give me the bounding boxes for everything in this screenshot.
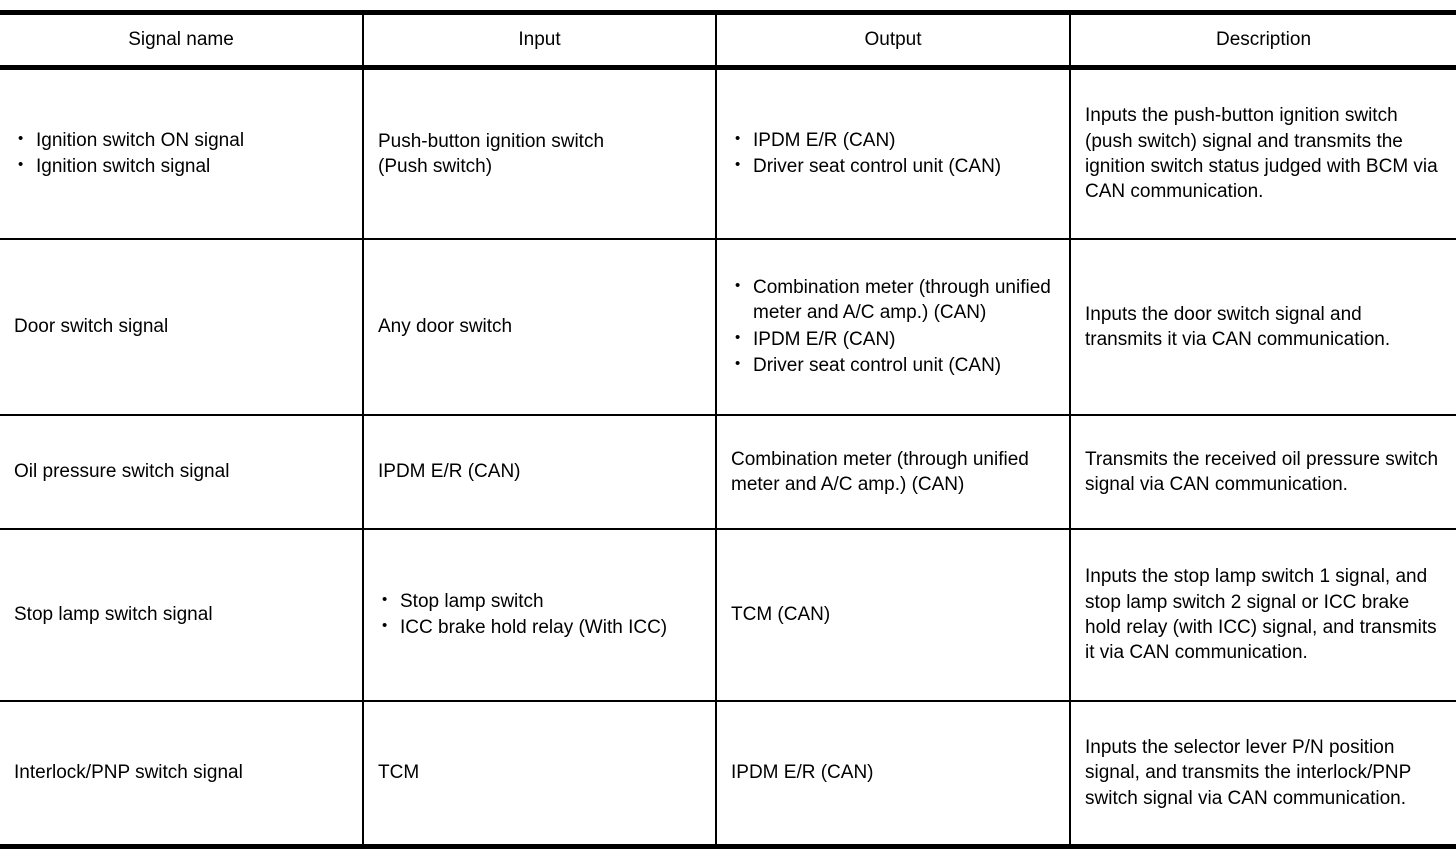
cell-output: Combination meter (through unified meter… (715, 415, 1070, 530)
column-header-output: Output (715, 10, 1070, 70)
cell-output: IPDM E/R (CAN) (715, 701, 1070, 849)
table-row: Oil pressure switch signal IPDM E/R (CAN… (0, 415, 1456, 530)
input-text: IPDM E/R (CAN) (378, 461, 521, 483)
cell-output: Combination meter (through unified meter… (715, 239, 1070, 416)
table-row: Ignition switch ON signal Ignition switc… (0, 67, 1456, 240)
cell-input: TCM (362, 701, 716, 849)
signal-table: Signal name Input Output Description Ign… (0, 10, 1456, 849)
list-item: Combination meter (through unified meter… (731, 274, 1057, 326)
table-row: Stop lamp switch signal Stop lamp switch… (0, 529, 1456, 702)
cell-input: Stop lamp switch ICC brake hold relay (W… (362, 529, 716, 702)
cell-signal-name: Oil pressure switch signal (0, 415, 363, 530)
list-item: ICC brake hold relay (With ICC) (378, 614, 703, 640)
list-item: Driver seat control unit (CAN) (731, 153, 1057, 179)
input-list: Stop lamp switch ICC brake hold relay (W… (378, 588, 703, 641)
cell-description: Inputs the selector lever P/N position s… (1069, 701, 1456, 849)
column-header-signal-name: Signal name (0, 10, 363, 70)
column-header-description: Description (1069, 10, 1456, 70)
input-text: TCM (378, 762, 420, 784)
cell-signal-name: Stop lamp switch signal (0, 529, 363, 702)
table-row: Interlock/PNP switch signal TCM IPDM E/R… (0, 701, 1456, 849)
cell-description: Inputs the door switch signal and transm… (1069, 239, 1456, 416)
column-header-input: Input (362, 10, 716, 70)
output-list: IPDM E/R (CAN) Driver seat control unit … (731, 127, 1057, 180)
cell-signal-name: Interlock/PNP switch signal (0, 701, 363, 849)
table-header-row: Signal name Input Output Description (0, 10, 1456, 70)
table-header: Signal name Input Output Description (0, 10, 1456, 70)
cell-signal-name: Door switch signal (0, 239, 363, 416)
list-item: IPDM E/R (CAN) (731, 127, 1057, 153)
output-text: IPDM E/R (CAN) (731, 762, 874, 784)
cell-input: IPDM E/R (CAN) (362, 415, 716, 530)
list-item: IPDM E/R (CAN) (731, 325, 1057, 352)
output-text: Combination meter (through unified meter… (731, 448, 1029, 495)
cell-input: Any door switch (362, 239, 716, 416)
signal-name-text: Stop lamp switch signal (14, 604, 213, 626)
input-text: Any door switch (378, 316, 513, 338)
cell-output: TCM (CAN) (715, 529, 1070, 702)
cell-output: IPDM E/R (CAN) Driver seat control unit … (715, 67, 1070, 240)
cell-signal-name: Ignition switch ON signal Ignition switc… (0, 67, 363, 240)
table-row: Door switch signal Any door switch Combi… (0, 239, 1456, 416)
output-text: TCM (CAN) (731, 604, 831, 626)
list-item: Ignition switch ON signal (14, 127, 350, 153)
signal-name-text: Oil pressure switch signal (14, 461, 230, 483)
table-body: Ignition switch ON signal Ignition switc… (0, 67, 1456, 849)
description-text: Inputs the door switch signal and transm… (1085, 303, 1391, 350)
cell-description: Transmits the received oil pressure swit… (1069, 415, 1456, 530)
signal-name-list: Ignition switch ON signal Ignition switc… (14, 127, 350, 180)
signal-name-text: Interlock/PNP switch signal (14, 762, 243, 784)
description-text: Transmits the received oil pressure swit… (1085, 448, 1439, 495)
description-text: Inputs the stop lamp switch 1 signal, an… (1085, 566, 1437, 664)
list-item: Ignition switch signal (14, 153, 350, 179)
description-text: Inputs the selector lever P/N position s… (1085, 737, 1411, 809)
cell-description: Inputs the push-button ignition switch (… (1069, 67, 1456, 240)
output-list: Combination meter (through unified meter… (731, 274, 1057, 378)
description-text: Inputs the push-button ignition switch (… (1085, 105, 1438, 203)
list-item: Driver seat control unit (CAN) (731, 352, 1057, 378)
list-item: Stop lamp switch (378, 588, 703, 614)
page-root: Signal name Input Output Description Ign… (0, 0, 1456, 768)
cell-input: Push-button ignition switch (Push switch… (362, 67, 716, 240)
signal-name-text: Door switch signal (14, 316, 169, 338)
input-text: Push-button ignition switch (Push switch… (378, 130, 605, 177)
cell-description: Inputs the stop lamp switch 1 signal, an… (1069, 529, 1456, 702)
